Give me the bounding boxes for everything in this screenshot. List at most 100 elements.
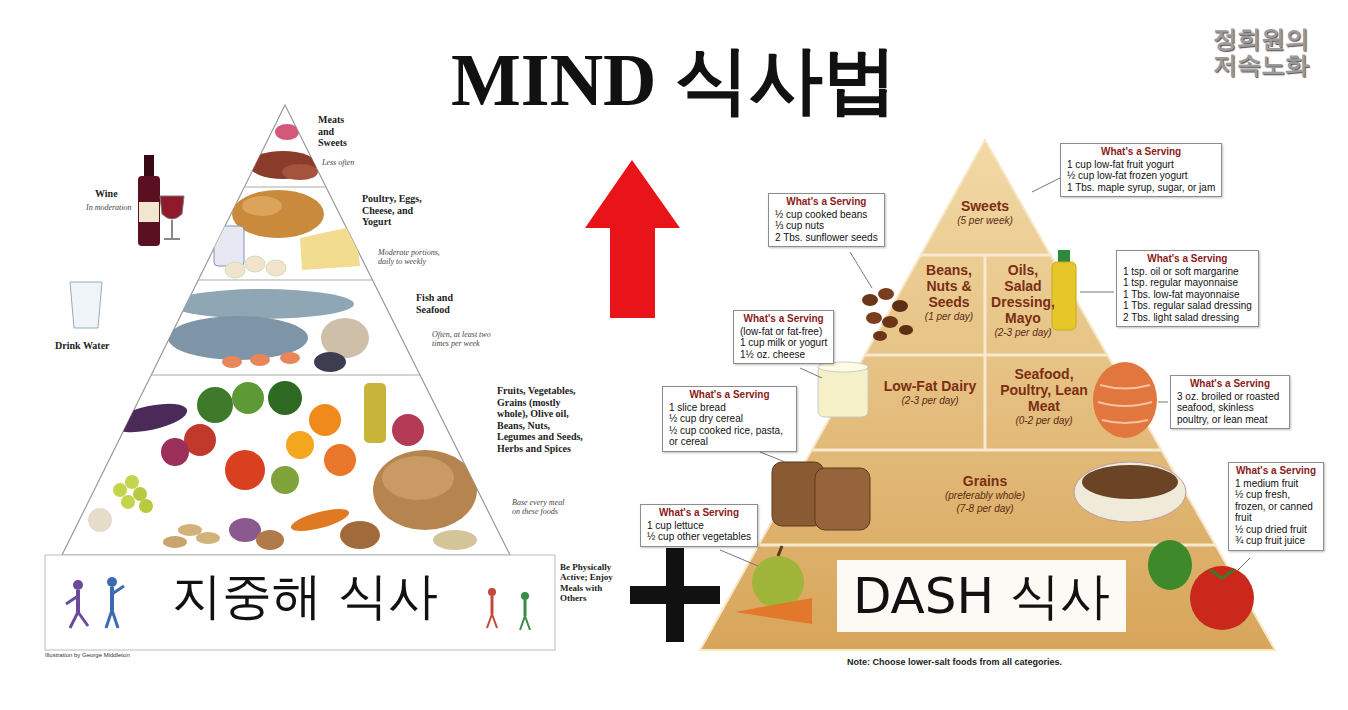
dash-food-illustration: [1052, 262, 1076, 330]
leader-line: [1080, 292, 1114, 293]
food-illustration: [232, 190, 324, 238]
serving-item: 1 tsp. regular mayonnaise: [1123, 277, 1252, 289]
people-figures: [112, 586, 124, 594]
dash-food-illustration: [735, 598, 812, 624]
people-figures: [78, 612, 88, 626]
mediterranean-pyramid: [198, 280, 372, 281]
food-illustration: [125, 475, 139, 489]
food-illustration: [121, 495, 135, 509]
people-figures: [70, 612, 78, 628]
food-illustration: [232, 382, 264, 414]
callout-heading: What's a Serving: [1067, 146, 1215, 158]
people-figures: [520, 616, 525, 630]
tier-name: Seafood, Poultry, Lean Meat: [990, 366, 1098, 414]
serving-item: 1 Tbs. regular salad dressing: [1123, 300, 1252, 312]
serving-item: 1 tsp. oil or soft margarine: [1123, 266, 1252, 278]
food-illustration: [314, 352, 346, 372]
food-illustration: [433, 530, 477, 550]
people-figures: [107, 577, 117, 587]
dash-pyramid: [984, 255, 987, 450]
food-illustration: [382, 456, 454, 500]
pyramid-tier: Low-Fat Dairy(2-3 per day): [880, 378, 980, 407]
up-arrow: [585, 160, 680, 318]
food-illustration: [266, 260, 286, 276]
callout-heading: What's a Serving: [740, 313, 827, 325]
food-illustration: [309, 404, 341, 436]
serving-item: ½ cup cooked beans: [775, 209, 878, 221]
pyramid-tier: Oils, Salad Dressing, Mayo(2-3 per day): [988, 262, 1058, 339]
food-group-label: Drink Water: [55, 340, 110, 352]
serving-item: ½ cup other vegetables: [647, 531, 751, 543]
water-glass: [70, 282, 102, 328]
food-illustration: [88, 508, 112, 532]
people-figures: [76, 590, 80, 612]
tier-count: (2-3 per day): [988, 326, 1058, 339]
food-group-label: Poultry, Eggs, Cheese, and Yogurt: [362, 193, 426, 228]
frequency-note: Often, at least two times per week: [432, 330, 504, 348]
dash-food-illustration: [882, 316, 898, 328]
serving-item: 1 Tbs. maple syrup, sugar, or jam: [1067, 182, 1215, 194]
tier-name: Low-Fat Dairy: [880, 378, 980, 394]
wine-bottle: [138, 155, 184, 246]
dash-food-illustration: [878, 288, 894, 300]
callout-heading: What's a Serving: [1177, 378, 1283, 390]
serving-item: 2 Tbs. sunflower seeds: [775, 232, 878, 244]
lifestyle-note: Be Physically Active; Enjoy Meals with O…: [560, 562, 626, 603]
dash-food-illustration: [1082, 465, 1178, 499]
tier-count: (preferably whole): [885, 489, 1085, 502]
tier-count: (1 per day): [914, 310, 984, 323]
food-illustration: [242, 196, 282, 216]
food-group-label: Fruits, Vegetables, Grains (mostly whole…: [497, 385, 585, 454]
callout-heading: What's a Serving: [1123, 253, 1252, 265]
leader-line: [760, 452, 785, 462]
serving-callout: What's a Serving(low-fat or fat-free)1 c…: [733, 310, 834, 364]
mediterranean-pyramid: [244, 187, 326, 188]
food-group-label: Wine: [95, 188, 118, 200]
mediterranean-pyramid: [62, 105, 510, 555]
dash-pyramid: [690, 544, 1290, 547]
tier-name: Beans, Nuts & Seeds: [914, 262, 984, 310]
leader-line: [850, 252, 872, 288]
dash-food-illustration: [862, 294, 878, 306]
people-figures: [487, 614, 492, 628]
tier-count: (2-3 per day): [880, 394, 980, 407]
people-figures: [110, 587, 114, 610]
dash-food-illustration: [1210, 570, 1234, 578]
serving-item: (low-fat or fat-free): [740, 326, 827, 338]
food-group-label: Fish and Seafood: [416, 292, 466, 315]
people-figures: [491, 596, 494, 614]
people-figures: [106, 610, 112, 628]
food-illustration: [392, 414, 424, 446]
food-illustration: [197, 387, 233, 423]
food-illustration: [225, 262, 245, 278]
mediterranean-pyramid: [151, 375, 420, 376]
tier-count: (7-8 per day): [885, 502, 1085, 515]
serving-item: 1½ oz. cheese: [740, 349, 827, 361]
people-figures: [112, 610, 118, 628]
food-illustration: [271, 466, 299, 494]
food-illustration: [324, 444, 356, 476]
diet-name-box: DASH 식사: [837, 560, 1126, 632]
pyramid-tier: Grains(preferably whole)(7-8 per day): [885, 473, 1085, 515]
dash-food-illustration: [1058, 250, 1070, 262]
food-illustration: [256, 530, 284, 550]
diet-name-box: 지중해 식사: [156, 560, 454, 632]
mediterranean-pyramid: [45, 105, 555, 650]
plus-sign: [630, 586, 720, 604]
serving-item: ½ cup cooked rice, pasta, or cereal: [669, 425, 790, 448]
dash-food-illustration: [899, 325, 913, 335]
dash-food-illustration: [752, 556, 804, 608]
leader-line: [720, 550, 758, 566]
food-illustration: [225, 450, 265, 490]
food-illustration: [139, 499, 153, 513]
people-figures: [525, 616, 530, 630]
people-figures: [66, 596, 78, 604]
wine-bottle: [171, 220, 173, 238]
serving-callout: What's a Serving1 medium fruit½ cup fres…: [1228, 462, 1324, 551]
food-illustration: [222, 356, 242, 368]
serving-item: ¾ cup fruit juice: [1235, 535, 1317, 547]
title-text: MIND 식사법: [0, 38, 1348, 123]
dash-food-illustration: [1074, 462, 1186, 522]
food-illustration: [250, 354, 270, 366]
